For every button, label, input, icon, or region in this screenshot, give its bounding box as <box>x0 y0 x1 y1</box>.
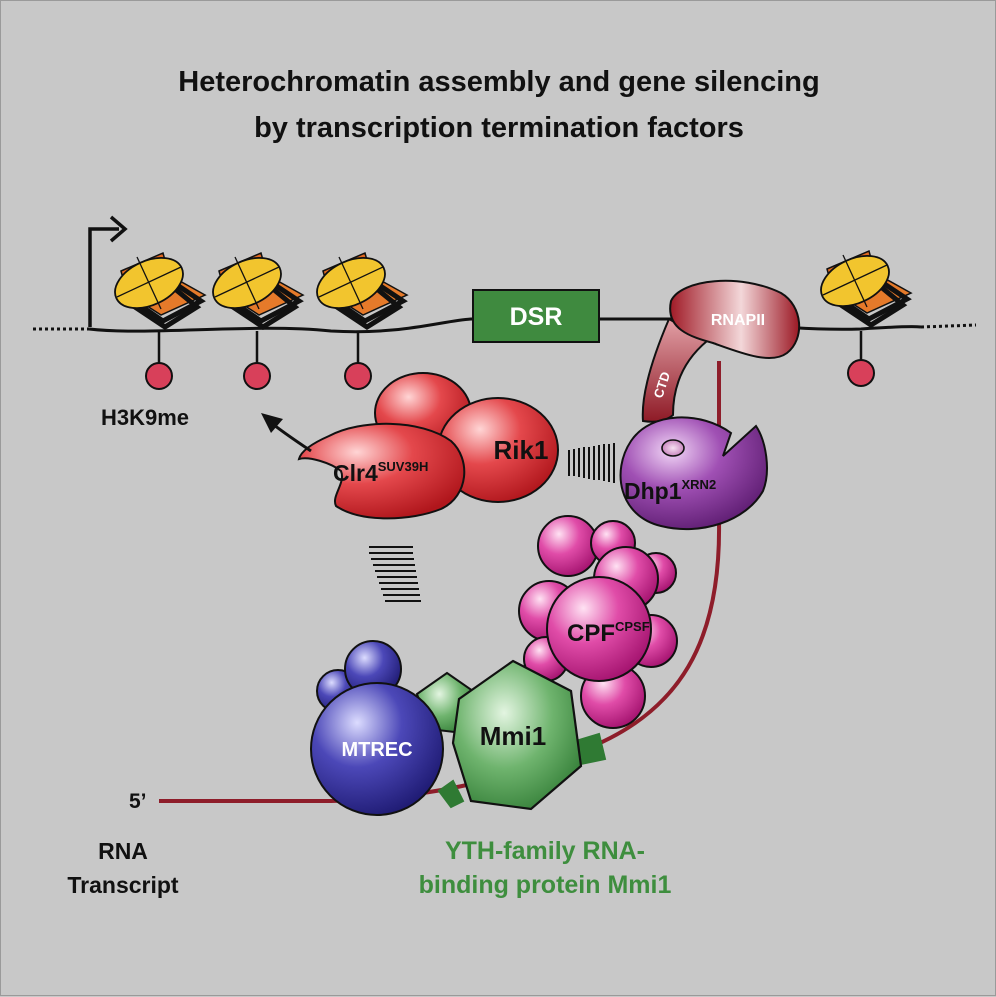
interaction-marks-clr4-mtrec <box>369 546 421 602</box>
h3k9me-mark-4 <box>847 331 875 387</box>
yth-label-line-2: binding protein Mmi1 <box>419 871 672 899</box>
rik1-label: Rik1 <box>494 435 549 465</box>
dhp1-protein: Dhp1XRN2 <box>619 416 768 530</box>
dhp1-label: Dhp1XRN2 <box>624 477 716 504</box>
nucleosome-2 <box>205 248 303 327</box>
mmi1-label: Mmi1 <box>480 721 546 751</box>
dsr-label: DSR <box>510 303 563 331</box>
five-prime-label: 5’ <box>129 790 147 813</box>
title-line-1: Heterochromatin assembly and gene silenc… <box>178 66 819 98</box>
dna-strand <box>33 317 977 334</box>
clr4-label: Clr4SUV39H <box>333 459 428 486</box>
interaction-marks-rik1-dhp1 <box>568 443 615 483</box>
nucleosome-3 <box>309 248 407 327</box>
nucleosome-4 <box>813 246 911 325</box>
h3k9me-mark-1 <box>145 331 173 390</box>
h3k9me-mark-3 <box>344 331 372 390</box>
h3k9me-mark-2 <box>243 331 271 390</box>
dsr-element: DSR <box>472 289 600 343</box>
nucleosome-1 <box>107 248 205 327</box>
h3k9me-label: H3K9me <box>101 405 189 430</box>
rnapii-label: RNAPII <box>711 312 765 329</box>
rik1-clr4-complex: Rik1 Clr4SUV39H <box>297 372 559 520</box>
rnapii-body <box>669 279 800 360</box>
cpf-complex: CPFCPSF <box>518 515 678 729</box>
yth-label-line-1: YTH-family RNA- <box>445 837 645 865</box>
mmi1-protein: Mmi1 <box>415 659 607 811</box>
title-line-2: by transcription termination factors <box>254 112 744 144</box>
mtrec-label: MTREC <box>341 739 412 761</box>
clr4-body <box>297 422 466 520</box>
promoter-arrow <box>88 215 128 327</box>
rna-label-line-1: RNA <box>98 838 148 864</box>
mtrec-complex: MTREC <box>310 640 444 816</box>
cpf-label: CPFCPSF <box>567 619 650 647</box>
methylation-arrow <box>261 413 312 453</box>
rna-label-line-2: Transcript <box>67 872 179 898</box>
rnapii-complex: RNAPII CTD <box>641 279 800 423</box>
